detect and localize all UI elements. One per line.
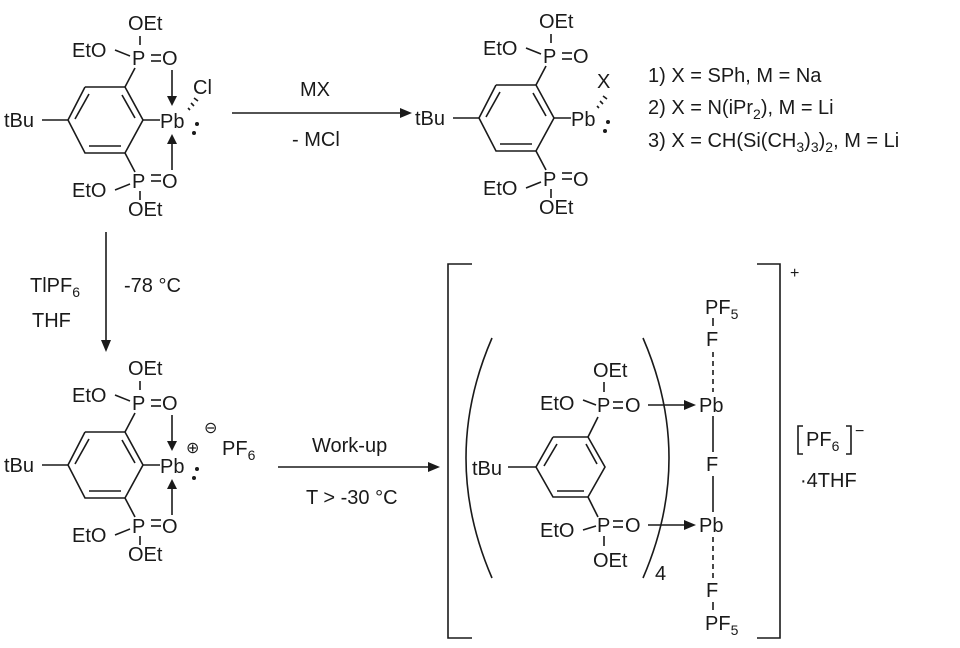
p-label: P bbox=[597, 515, 610, 537]
byproduct-label: - MCl bbox=[292, 129, 340, 151]
variant-1: 1) X = SPh, M = Na bbox=[648, 65, 822, 87]
temperature-label: -78 °C bbox=[124, 275, 181, 297]
pb-label: Pb bbox=[160, 456, 184, 478]
eto-label: EtO bbox=[72, 525, 106, 547]
lone-pair bbox=[195, 122, 199, 126]
o-label: O bbox=[625, 515, 641, 537]
oet-label: OEt bbox=[593, 550, 628, 572]
eto-label: EtO bbox=[540, 393, 574, 415]
oet-label: OEt bbox=[593, 360, 628, 382]
solvent-label: THF bbox=[32, 310, 71, 332]
product-substituted-complex: tBu Pb OEt EtO P O EtO P O OEt X bbox=[415, 11, 610, 219]
tetrameric-product: + 4 tBu P O OEt EtO P O OEt EtO PF5 F Pb… bbox=[447, 263, 864, 639]
right-parenthesis bbox=[642, 337, 670, 579]
solvate-label: ·4THF bbox=[800, 470, 857, 492]
hashed-bond bbox=[596, 95, 608, 109]
pb-label: Pb bbox=[571, 109, 595, 131]
eto-label: EtO bbox=[483, 178, 517, 200]
dative-arrow bbox=[167, 96, 177, 106]
cationic-complex: tBu Pb OEt EtO P O EtO P O OEt ⊕ ⊖ PF6 bbox=[4, 358, 256, 566]
oet-label: OEt bbox=[128, 199, 163, 221]
p-label: P bbox=[132, 48, 145, 70]
p-label: P bbox=[132, 171, 145, 193]
pb-label: Pb bbox=[699, 515, 723, 537]
minus-charge: ⊖ bbox=[204, 420, 217, 437]
p-label: P bbox=[597, 395, 610, 417]
plus-charge: ⊕ bbox=[186, 440, 199, 457]
o-label: O bbox=[573, 169, 589, 191]
o-label: O bbox=[573, 46, 589, 68]
dative-arrow bbox=[684, 400, 696, 410]
o-label: O bbox=[162, 516, 178, 538]
pb-label: Pb bbox=[160, 111, 184, 133]
eto-label: EtO bbox=[72, 180, 106, 202]
hashed-bond bbox=[187, 97, 199, 111]
p-label: P bbox=[132, 516, 145, 538]
reagent-label: TlPF6 bbox=[30, 275, 80, 300]
left-parenthesis bbox=[465, 337, 493, 579]
eto-label: EtO bbox=[72, 385, 106, 407]
tbu-label: tBu bbox=[415, 108, 445, 130]
eto-label: EtO bbox=[483, 38, 517, 60]
variant-2: 2) X = N(iPr2), M = Li bbox=[648, 97, 834, 122]
o-label: O bbox=[625, 395, 641, 417]
p-label: P bbox=[132, 393, 145, 415]
f-label: F bbox=[706, 329, 718, 351]
x-label: X bbox=[597, 71, 610, 93]
dative-arrow bbox=[167, 134, 177, 144]
condition-label: T > -30 °C bbox=[306, 487, 398, 509]
o-label: O bbox=[162, 171, 178, 193]
oet-label: OEt bbox=[128, 358, 163, 380]
oet-label: OEt bbox=[539, 197, 574, 219]
reactant-chloride-complex: tBu Pb OEt EtO P O EtO P O OEt Cl bbox=[4, 13, 212, 221]
pf6-counterion: PF6 bbox=[806, 429, 840, 454]
oet-label: OEt bbox=[128, 13, 163, 35]
eto-label: EtO bbox=[72, 40, 106, 62]
o-label: O bbox=[162, 48, 178, 70]
anion-charge: − bbox=[855, 423, 864, 440]
oet-label: OEt bbox=[128, 544, 163, 566]
o-label: O bbox=[162, 393, 178, 415]
pf6-anion: PF6 bbox=[222, 438, 256, 463]
pf5-label: PF5 bbox=[705, 297, 739, 322]
oet-label: OEt bbox=[539, 11, 574, 33]
tbu-label: tBu bbox=[4, 455, 34, 477]
cl-label: Cl bbox=[193, 77, 212, 99]
tbu-label: tBu bbox=[4, 110, 34, 132]
cation-charge: + bbox=[790, 265, 799, 282]
p-label: P bbox=[543, 46, 556, 68]
multiplicity: 4 bbox=[655, 563, 666, 585]
tbu-label: tBu bbox=[472, 458, 502, 480]
variant-3: 3) X = CH(Si(CH3)3)2, M = Li bbox=[648, 130, 899, 155]
right-bracket bbox=[757, 263, 781, 639]
eto-label: EtO bbox=[540, 520, 574, 542]
reagent-label: MX bbox=[300, 79, 330, 101]
dative-arrow bbox=[684, 520, 696, 530]
p-label: P bbox=[543, 169, 556, 191]
left-bracket bbox=[447, 263, 472, 639]
workup-label: Work-up bbox=[312, 435, 387, 457]
f-label: F bbox=[706, 454, 718, 476]
f-label: F bbox=[706, 580, 718, 602]
pf5-label: PF5 bbox=[705, 613, 739, 638]
pb-label: Pb bbox=[699, 395, 723, 417]
